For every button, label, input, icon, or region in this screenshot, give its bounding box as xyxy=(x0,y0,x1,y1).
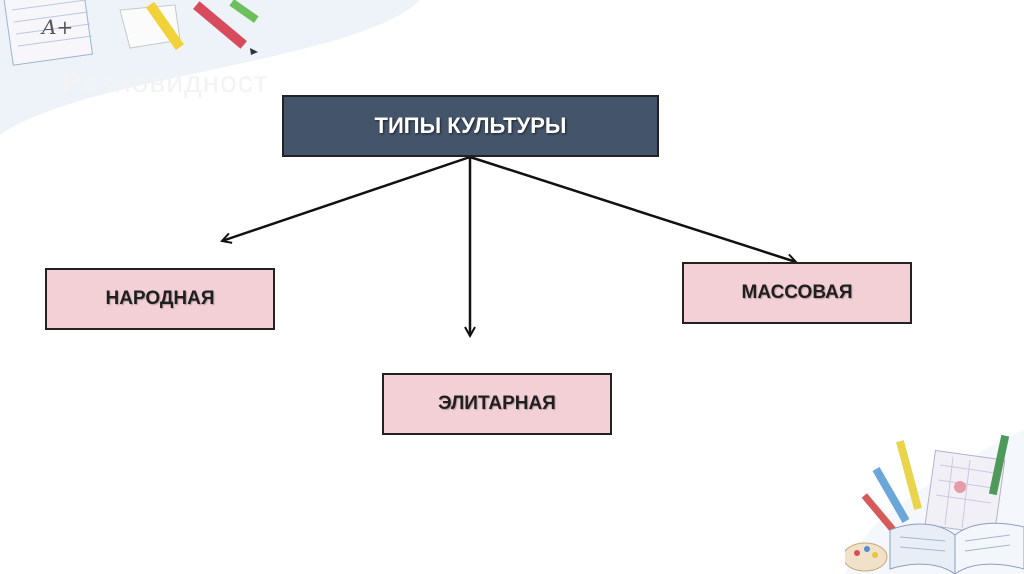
node-elitarnaya: ЭЛИТАРНАЯ xyxy=(382,373,612,435)
pencil-icon-1 xyxy=(896,440,922,510)
school-supplies-illustration-bottom xyxy=(845,435,1024,574)
node-narodnaya: НАРОДНАЯ xyxy=(45,268,275,330)
paint-palette-icon xyxy=(845,543,887,571)
arrow-to-narodnaya xyxy=(222,157,470,241)
open-book-icon xyxy=(890,523,1024,574)
arrow-to-massovaya xyxy=(470,157,796,262)
root-node-culture-types: ТИПЫ КУЛЬТУРЫ xyxy=(282,95,659,157)
node-massovaya: МАССОВАЯ xyxy=(682,262,912,324)
